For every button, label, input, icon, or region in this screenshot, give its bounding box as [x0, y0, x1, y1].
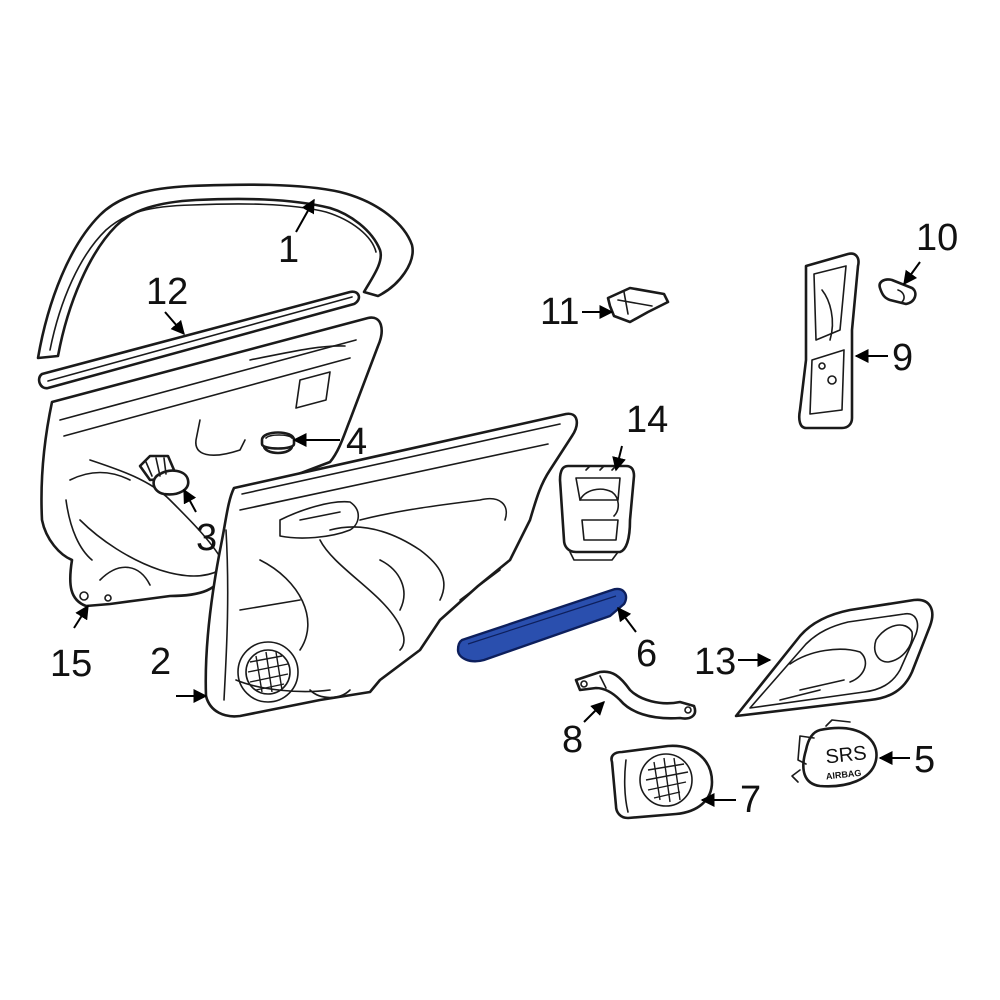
leader-lines [73, 198, 921, 807]
part-15-inner-panel[interactable] [40, 316, 383, 608]
part-4-grommet[interactable] [260, 431, 296, 455]
callout-11: 11 [540, 291, 579, 333]
callout-7: 7 [740, 779, 761, 821]
part-3-push-clip[interactable] [138, 454, 190, 496]
leader-6 [617, 606, 637, 633]
callout-2: 2 [150, 641, 171, 683]
part-7-speaker-grille[interactable] [610, 744, 714, 820]
callout-3: 3 [196, 517, 217, 559]
part-8-pull-handle[interactable] [574, 670, 697, 720]
leader-15 [73, 604, 89, 629]
airbag-cover-text-srs: SRS [825, 742, 868, 768]
callout-1: 1 [278, 229, 299, 271]
part-14-switch-bezel[interactable] [558, 464, 636, 561]
leader-14 [612, 445, 626, 472]
part-2-door-trim-panel[interactable] [204, 412, 579, 718]
part-13-handle-housing[interactable] [734, 598, 934, 718]
leader-3 [183, 488, 197, 513]
callout-10: 10 [916, 217, 958, 259]
callout-14: 14 [626, 399, 668, 441]
callout-12: 12 [146, 271, 188, 313]
part-10-fastener[interactable] [878, 278, 917, 306]
callout-15: 15 [50, 643, 92, 685]
callout-8: 8 [562, 719, 583, 761]
part-12-belt-weatherstrip[interactable] [37, 290, 361, 390]
callout-6: 6 [636, 633, 657, 675]
leader-8 [583, 701, 605, 723]
callout-labels: 1 2 3 4 5 6 7 8 9 10 11 12 13 14 15 [50, 217, 958, 821]
leader-12 [164, 311, 185, 336]
callout-13: 13 [694, 641, 736, 683]
part-5-airbag-cover[interactable]: SRS AIRBAG [791, 719, 878, 788]
part-6-armrest-pad[interactable] [456, 587, 628, 663]
part-1-weatherstrip[interactable] [36, 183, 414, 360]
airbag-cover-text-airbag: AIRBAG [825, 768, 861, 782]
part-11-clip[interactable] [606, 286, 670, 324]
callout-9: 9 [892, 337, 913, 379]
part-9-bracket[interactable] [797, 252, 860, 430]
leader-1 [295, 198, 315, 233]
leader-10 [903, 261, 921, 286]
callout-4: 4 [346, 421, 367, 463]
callout-5: 5 [914, 739, 935, 781]
